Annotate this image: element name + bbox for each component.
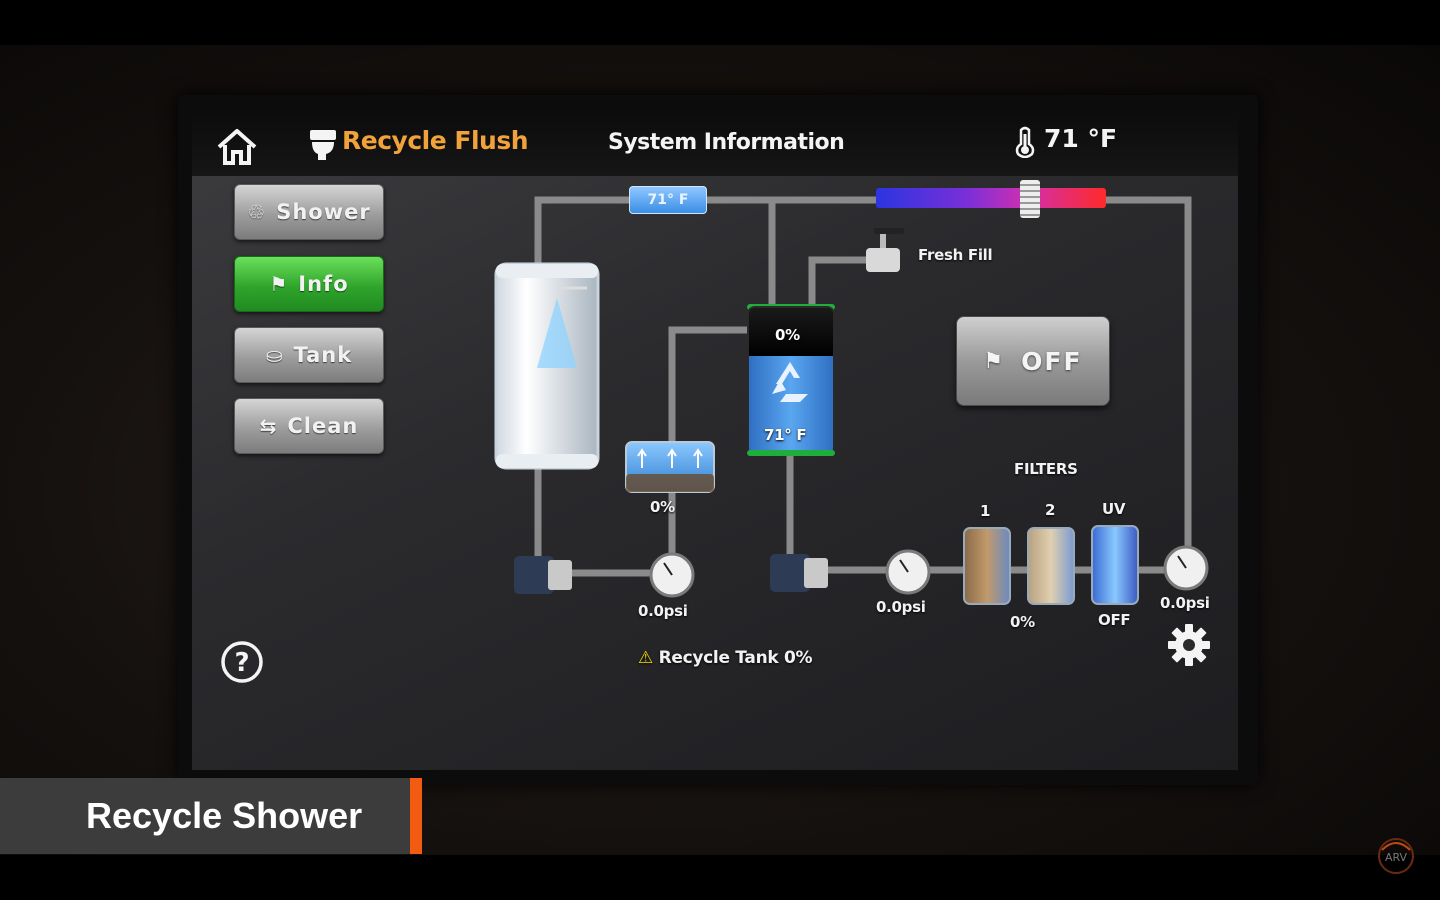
touch-screen: Recycle Flush System Information 71 °F ♲… (192, 108, 1238, 770)
sidebar-item-clean[interactable]: ⇆ Clean (234, 398, 384, 454)
power-off-button[interactable]: ⚑ OFF (956, 316, 1110, 406)
sidebar-item-label: Clean (287, 414, 359, 438)
recirculation-pump-2 (770, 554, 828, 592)
outlet-pressure: 0.0psi (1160, 594, 1210, 612)
clean-cycle-icon: ⇆ (259, 414, 278, 438)
tank-icon: ⛀ (265, 343, 284, 367)
home-icon[interactable] (216, 128, 258, 166)
power-button-label: OFF (1021, 346, 1083, 376)
prefilter-level: 0% (650, 498, 675, 516)
gear-icon[interactable] (1166, 622, 1212, 668)
toilet-icon (310, 130, 336, 160)
pump1-pressure: 0.0psi (638, 602, 688, 620)
tank-empty-space (749, 308, 833, 356)
sidebar-item-label: Tank (293, 343, 353, 367)
channel-logo: ARV (1378, 838, 1414, 874)
thermometer-icon (1015, 126, 1035, 158)
letterbox-top (0, 0, 1440, 45)
sidebar-item-label: Shower (276, 200, 371, 224)
fresh-fill-label: Fresh Fill (918, 246, 993, 264)
flag-icon: ⚑ (983, 348, 1006, 374)
recirculation-pump-1 (514, 556, 572, 594)
filter-level: 0% (1010, 613, 1035, 631)
page-title: System Information (608, 130, 845, 155)
shower-recycle-icon: ♲ (247, 200, 267, 224)
mixer-slider-handle[interactable] (1020, 180, 1040, 218)
caption-bar (0, 778, 410, 854)
sidebar-item-info[interactable]: ⚑ Info (234, 256, 384, 312)
pipe-temperature-badge: 71° F (629, 186, 707, 214)
pump2-pressure: 0.0psi (876, 598, 926, 616)
sidebar-item-label: Info (298, 272, 349, 296)
top-bar: Recycle Flush System Information 71 °F (192, 108, 1238, 176)
recycle-tank (747, 306, 835, 456)
sidebar-item-tank[interactable]: ⛀ Tank (234, 327, 384, 383)
filters-title: FILTERS (1014, 460, 1078, 478)
warning-text: Recycle Tank 0% (658, 648, 813, 668)
uv-status: OFF (1098, 611, 1131, 629)
sidebar-item-shower[interactable]: ♲ Shower (234, 184, 384, 240)
tank-temperature: 71° F (764, 426, 807, 444)
prefilter-canister (625, 441, 715, 493)
caption-accent (410, 778, 422, 854)
ambient-temperature: 71 °F (1044, 124, 1118, 153)
mode-title[interactable]: Recycle Flush (342, 126, 529, 155)
filter-1-label: 1 (980, 502, 991, 520)
uv-filter-label: UV (1102, 500, 1126, 518)
caption-text: Recycle Shower (86, 795, 363, 836)
pressure-gauge-1 (649, 552, 695, 598)
filter-2-label: 2 (1045, 501, 1056, 519)
letterbox-bottom (0, 855, 1440, 900)
recycle-icon (772, 362, 808, 402)
temperature-mixer-slider[interactable] (876, 188, 1106, 208)
warning-message: ⚠ Recycle Tank 0% (638, 648, 813, 668)
filter-cartridge-2 (1027, 527, 1075, 605)
pressure-gauge-2 (885, 549, 931, 595)
plumbing-diagram (494, 196, 1209, 605)
uv-filter-cartridge (1091, 525, 1139, 605)
filter-cartridge-1 (963, 527, 1011, 605)
svg-text:?: ? (234, 648, 249, 678)
pressure-gauge-3 (1163, 545, 1209, 591)
flag-icon: ⚑ (269, 272, 289, 296)
tank-level: 0% (775, 326, 800, 344)
fresh-fill-valve (866, 228, 904, 272)
svg-text:ARV: ARV (1385, 851, 1408, 864)
shower-enclosure (494, 262, 600, 470)
tank-rim-bottom (747, 450, 835, 456)
warning-icon: ⚠ (638, 648, 653, 668)
help-icon[interactable]: ? (220, 640, 264, 684)
